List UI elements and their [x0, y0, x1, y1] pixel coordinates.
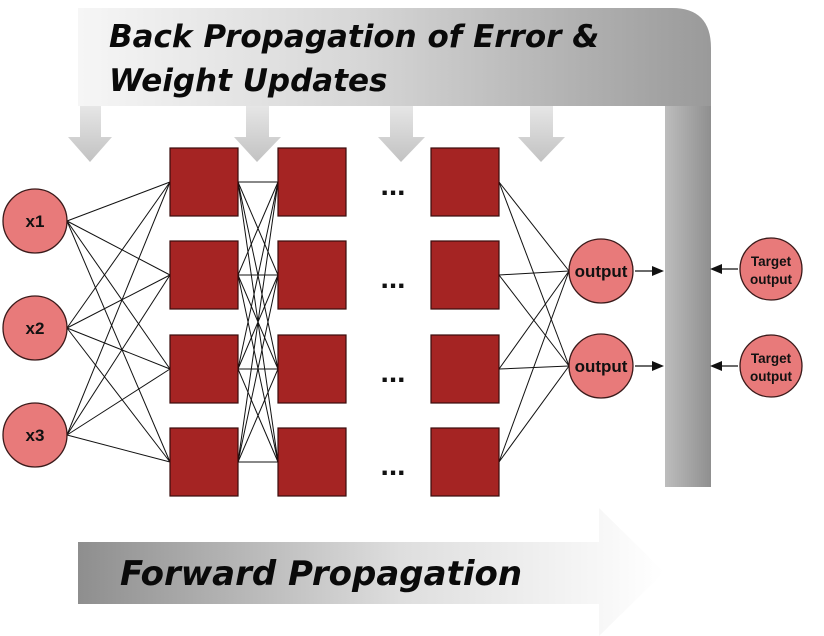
edge-hidden-output: [498, 181, 570, 272]
edge-hidden-output: [498, 365, 570, 463]
down-arrow-layer-3: [378, 106, 425, 162]
edge-input-hidden: [66, 220, 171, 276]
output-arrow-head: [652, 266, 664, 276]
output-node: [568, 333, 634, 399]
edge-input-hidden: [66, 368, 171, 436]
target-arrow-head: [710, 264, 722, 274]
back-propagation-title-line1: Back Propagation of Error &: [109, 19, 599, 55]
edge-hidden-hidden: [237, 274, 279, 463]
hidden-unit: [169, 427, 239, 497]
edge-input-hidden: [66, 274, 171, 329]
hidden-unit: [430, 427, 500, 497]
edge-hidden-hidden: [237, 181, 279, 276]
edge-hidden-output: [498, 181, 570, 367]
output-arrow-head: [652, 361, 664, 371]
output-node-label: output: [575, 357, 628, 376]
back-propagation-band-right: [665, 106, 711, 487]
hidden-unit: [430, 147, 500, 217]
target-output-label-line1: Target: [751, 351, 792, 366]
hidden-unit: [277, 427, 347, 497]
edge-input-hidden: [66, 181, 171, 329]
edge-input-hidden: [66, 327, 171, 463]
input-node-x3: [2, 402, 68, 468]
network-nodes: x1x2x3............outputoutputTargetoutp…: [2, 147, 803, 497]
network-edges: [66, 181, 570, 463]
target-output-label-line2: output: [750, 272, 792, 287]
output-node-label: output: [575, 262, 628, 281]
back-propagation-title-line2: Weight Updates: [109, 63, 388, 99]
down-arrow-layer-2: [234, 106, 281, 162]
hidden-unit: [169, 240, 239, 310]
ellipsis-marker: ...: [380, 262, 405, 295]
hidden-unit: [277, 240, 347, 310]
ellipsis-marker: ...: [380, 449, 405, 482]
forward-propagation-arrow-shape: [78, 508, 664, 636]
edge-input-hidden: [66, 181, 171, 222]
hidden-unit: [430, 334, 500, 404]
back-propagation-band-shape: [78, 8, 711, 487]
edge-input-hidden: [66, 434, 171, 463]
target-output-node: [739, 237, 803, 301]
hidden-unit: [169, 334, 239, 404]
hidden-unit: [430, 240, 500, 310]
edge-hidden-hidden: [237, 368, 279, 463]
forward-propagation-label: Forward Propagation: [120, 554, 522, 594]
input-node-label: x2: [26, 319, 45, 338]
hidden-unit: [277, 334, 347, 404]
back-propagation-band: Back Propagation of Error & Weight Updat…: [68, 8, 711, 487]
ellipsis-marker: ...: [380, 169, 405, 202]
input-node-x2: [2, 295, 68, 361]
target-output-label-line2: output: [750, 369, 792, 384]
ellipsis-marker: ...: [380, 356, 405, 389]
input-node-label: x1: [26, 212, 45, 231]
output-node: [568, 238, 634, 304]
edge-input-hidden: [66, 220, 171, 463]
target-arrow-head: [710, 361, 722, 371]
edge-input-hidden: [66, 327, 171, 370]
target-output-node: [739, 334, 803, 398]
edge-hidden-output: [498, 270, 570, 276]
hidden-unit: [169, 147, 239, 217]
edge-hidden-output: [498, 270, 570, 463]
hidden-unit: [277, 147, 347, 217]
input-node-label: x3: [26, 426, 45, 445]
edge-hidden-output: [498, 270, 570, 370]
down-arrow-layer-1: [68, 106, 112, 162]
forward-propagation-arrow: Forward Propagation: [78, 508, 664, 636]
edge-hidden-hidden: [237, 181, 279, 370]
down-arrow-layer-4: [518, 106, 565, 162]
target-output-label-line1: Target: [751, 254, 792, 269]
edge-input-hidden: [66, 274, 171, 436]
edge-input-hidden: [66, 220, 171, 370]
edge-hidden-hidden: [237, 181, 279, 463]
input-node-x1: [2, 188, 68, 254]
edge-input-hidden: [66, 181, 171, 436]
